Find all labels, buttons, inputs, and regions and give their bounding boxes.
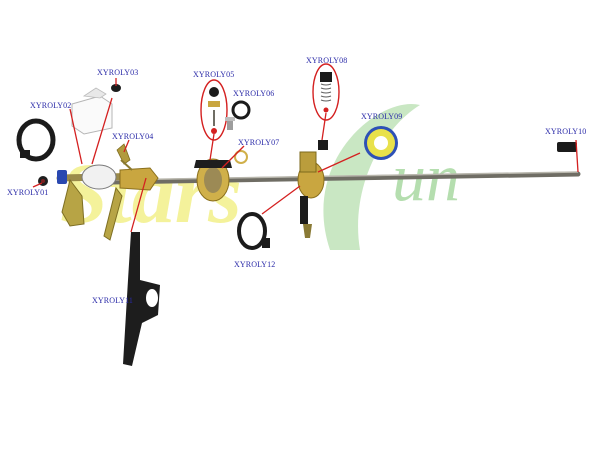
part-xyroly06 [231, 100, 251, 120]
leader-xyroly02 [69, 108, 83, 165]
label-xyroly05: XYROLY05 [193, 70, 235, 79]
label-xyroly02: XYROLY02 [30, 101, 72, 110]
rear-body-assembly [57, 164, 159, 241]
leader-xyroly04 [123, 139, 130, 153]
center-coupler [194, 158, 232, 202]
label-xyroly09: XYROLY09 [361, 112, 403, 121]
part-xyroly04 [116, 143, 133, 171]
rear-ring [16, 118, 56, 162]
leader-xyroly12 [261, 185, 301, 215]
label-xyroly07: XYROLY07 [238, 138, 280, 147]
watermark-leaf [323, 103, 420, 250]
label-xyroly06: XYROLY06 [233, 89, 275, 98]
leader-xyroly03b [91, 97, 113, 165]
part-xyroly03 [111, 84, 121, 92]
label-xyroly03: XYROLY03 [97, 68, 139, 77]
leader-xyroly09 [317, 152, 361, 173]
part-xyroly05 [200, 79, 228, 141]
leader-xyroly08 [321, 112, 327, 141]
part-xyroly10 [557, 142, 577, 152]
leader-xyroly01 [32, 182, 43, 188]
label-xyroly11: XYROLY11 [92, 296, 134, 305]
part-xyroly09 [364, 126, 398, 160]
front-valve-assembly [297, 140, 328, 238]
part-xyroly11 [123, 232, 160, 366]
label-xyroly01: XYROLY01 [7, 188, 49, 197]
leader-xyroly10 [575, 139, 579, 173]
label-xyroly12: XYROLY12 [234, 260, 276, 269]
label-xyroly08: XYROLY08 [306, 56, 348, 65]
leader-xyroly05 [209, 133, 215, 161]
leader-xyroly07 [221, 145, 245, 169]
part-xyroly02 [71, 87, 113, 135]
leader-lines [32, 78, 579, 233]
part-xyroly07 [234, 150, 248, 164]
part-xyroly08 [312, 63, 340, 121]
leader-xyroly11 [130, 177, 147, 233]
part-xyroly12 [237, 212, 270, 250]
label-xyroly10: XYROLY10 [545, 127, 587, 136]
blue-connector [57, 170, 67, 184]
label-xyroly04: XYROLY04 [112, 132, 154, 141]
center-bolt [225, 117, 235, 130]
